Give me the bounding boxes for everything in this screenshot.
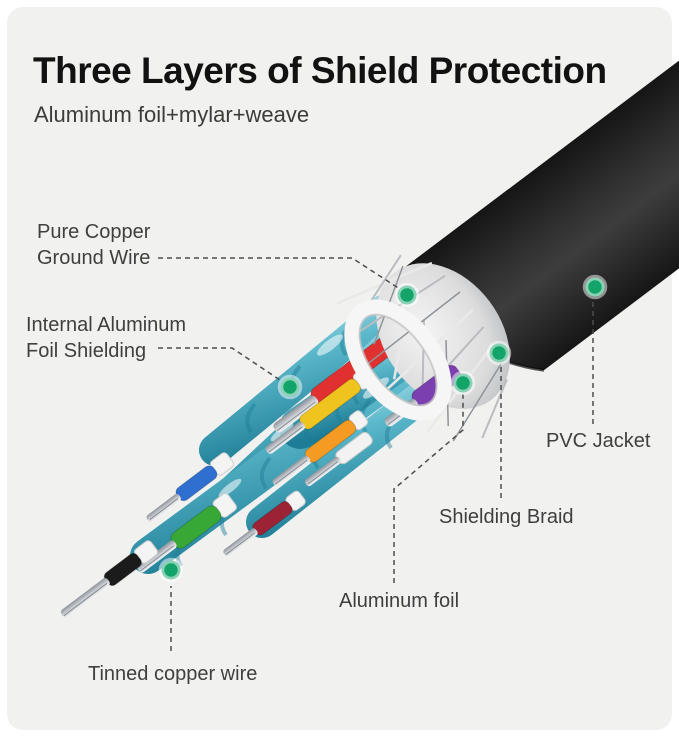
wire-green	[137, 493, 237, 573]
marker-tinned-copper	[158, 557, 184, 583]
page-title: Three Layers of Shield Protection	[33, 50, 607, 91]
marker-ground-wire	[394, 282, 420, 308]
page-subtitle: Aluminum foil+mylar+weave	[34, 102, 310, 127]
callout-shielding-braid: Shielding Braid	[439, 506, 574, 528]
wire-blue	[146, 452, 235, 522]
foil-sleeve-collar	[344, 299, 452, 421]
wire-black	[60, 540, 159, 618]
wire-orange	[272, 410, 369, 486]
marker-pvc-jacket	[582, 274, 608, 300]
marker-dots	[158, 274, 608, 583]
callout-pure-copper-ground-wire: Pure Copper Ground Wire	[37, 221, 151, 269]
callout-aluminum-foil: Aluminum foil	[339, 590, 460, 612]
callout-tinned-copper-wire: Tinned copper wire	[88, 663, 258, 685]
background-panel	[7, 7, 672, 730]
line-pure-copper-ground-wire	[158, 257, 404, 292]
callout-pvc-jacket: PVC Jacket	[546, 430, 651, 452]
line-aluminum-foil	[393, 394, 464, 583]
marker-shielding-braid	[486, 340, 512, 366]
marker-internal-foil	[277, 374, 303, 400]
wire-maroon	[223, 490, 306, 557]
wire-white	[304, 431, 373, 487]
callout-internal-aluminum-foil-shielding: Internal Aluminum Foil Shielding	[26, 314, 187, 362]
callout-lines	[158, 257, 594, 651]
marker-aluminum-foil	[450, 370, 476, 396]
line-internal-foil-shielding	[158, 347, 287, 385]
